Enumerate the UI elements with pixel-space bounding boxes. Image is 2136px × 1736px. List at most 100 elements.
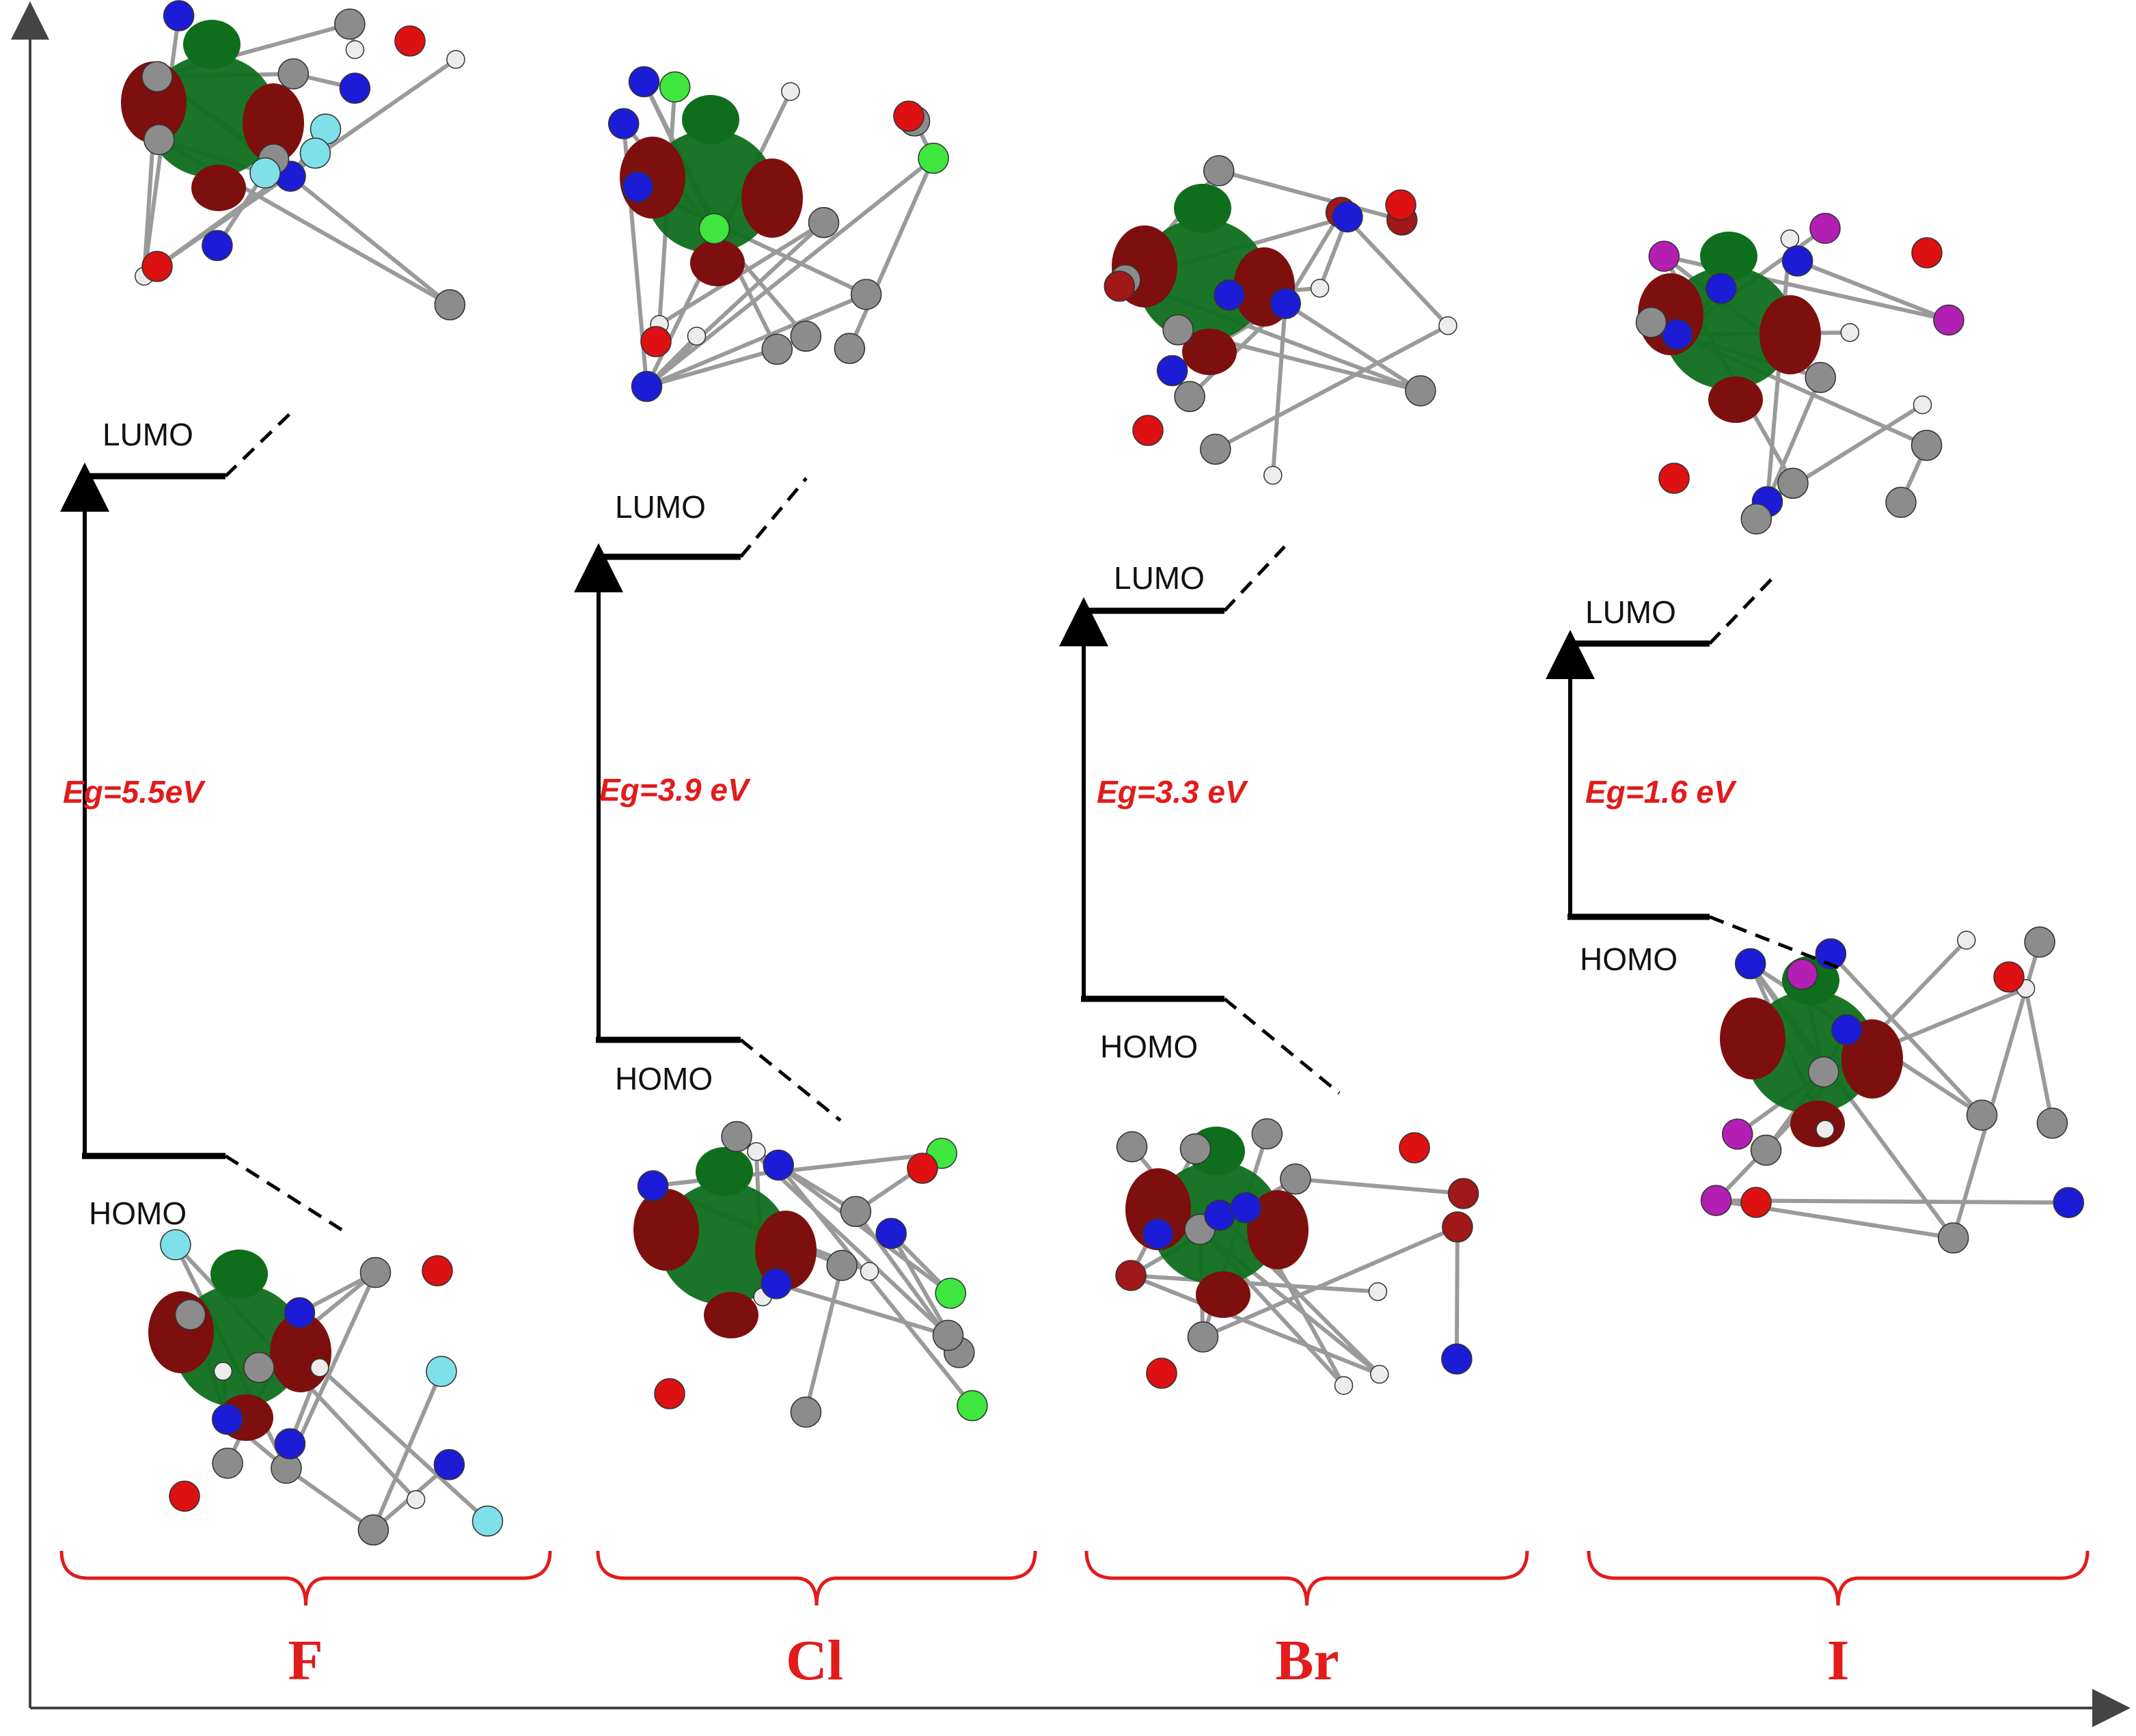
atom xyxy=(1777,467,1809,499)
bond xyxy=(2023,988,2055,1124)
atom xyxy=(174,1299,206,1331)
orbital-lobe-red xyxy=(1125,1168,1191,1250)
atom xyxy=(2053,1187,2085,1218)
atom xyxy=(1933,304,1964,336)
orbital-lobe-red xyxy=(1182,329,1237,375)
orbital-lobe-red xyxy=(633,1189,699,1271)
atom xyxy=(1781,245,1813,277)
group-brace xyxy=(1084,1550,1529,1606)
bond xyxy=(1214,323,1449,452)
atom xyxy=(1385,189,1416,221)
group-brace xyxy=(1587,1550,2090,1606)
atom xyxy=(160,1229,191,1260)
bond xyxy=(371,1370,443,1531)
atom xyxy=(1230,1191,1262,1224)
atom xyxy=(1142,1218,1174,1250)
atom xyxy=(860,1262,879,1281)
atom xyxy=(1405,375,1436,407)
atom xyxy=(1368,1282,1388,1301)
lumo-connector xyxy=(1708,573,1778,645)
atom xyxy=(1786,959,1818,990)
atom xyxy=(1840,323,1860,342)
atom xyxy=(1200,433,1231,465)
homo-molecule-image xyxy=(148,1229,504,1546)
atom xyxy=(907,1153,938,1184)
atom xyxy=(628,66,660,98)
atom xyxy=(761,333,793,366)
lumo-connector xyxy=(739,477,808,558)
energy-gap-label: Eg=3.3 eV xyxy=(1097,774,1248,810)
lumo-molecule-image xyxy=(607,66,949,402)
atom xyxy=(1706,273,1737,304)
atom xyxy=(747,1142,766,1161)
atom xyxy=(790,1396,822,1428)
atom xyxy=(1780,229,1800,249)
atom xyxy=(1399,1132,1430,1163)
atom xyxy=(1441,1343,1473,1375)
atom xyxy=(213,1362,233,1381)
lumo-label: LUMO xyxy=(1585,594,1676,630)
atom xyxy=(359,1256,392,1289)
atom xyxy=(918,142,949,174)
atom xyxy=(274,1428,306,1459)
orbital-lobe-red xyxy=(1720,997,1785,1079)
atom xyxy=(345,40,365,59)
lumo-molecule-image xyxy=(121,0,466,320)
lumo-label: LUMO xyxy=(102,417,193,452)
atom xyxy=(163,0,195,31)
atom xyxy=(334,8,366,40)
bond xyxy=(1295,1176,1464,1196)
atom xyxy=(1937,1222,1969,1254)
orbital-lobe-green xyxy=(210,1250,268,1299)
lumo-molecule-image xyxy=(1104,155,1457,485)
atom xyxy=(640,326,672,357)
atom xyxy=(1162,314,1194,346)
atom xyxy=(1648,240,1680,272)
atom xyxy=(284,1297,316,1329)
atom xyxy=(394,25,426,57)
orbital-lobe-green xyxy=(183,20,241,69)
bond xyxy=(1130,1273,1378,1294)
orbital-lobe-green xyxy=(1700,232,1757,281)
orbital-lobe-red xyxy=(1790,1101,1845,1147)
bond xyxy=(1270,303,1288,476)
atom xyxy=(1104,271,1136,302)
orbital-lobe-red xyxy=(741,159,803,238)
bond xyxy=(1129,1273,1380,1377)
atom xyxy=(1214,279,1245,311)
atom xyxy=(875,1217,907,1250)
bond xyxy=(1716,1198,2069,1205)
orbital-lobe-green xyxy=(682,95,739,144)
atom xyxy=(243,1351,275,1383)
atom xyxy=(446,50,465,69)
homo-label: HOMO xyxy=(615,1061,713,1097)
atom xyxy=(1740,503,1772,535)
atom xyxy=(310,1358,329,1377)
homo-connector xyxy=(739,1038,842,1122)
bond xyxy=(289,174,452,307)
atom xyxy=(763,1149,794,1181)
homo-label: HOMO xyxy=(1100,1029,1198,1064)
bond xyxy=(1796,259,1950,322)
bond xyxy=(1202,1225,1459,1339)
orbital-lobe-red xyxy=(243,83,304,163)
atom xyxy=(1156,355,1188,387)
orbital-lobe-green xyxy=(1174,184,1231,233)
atom xyxy=(607,108,640,139)
bond xyxy=(645,156,935,389)
atom xyxy=(1911,430,1943,461)
orbital-lobe-red xyxy=(1247,1190,1309,1269)
orbital-lobe-green xyxy=(696,1147,753,1196)
energy-gap-label: Eg=3.9 eV xyxy=(599,772,751,808)
atom xyxy=(1442,1211,1473,1243)
homo-connector xyxy=(224,1154,343,1232)
atom xyxy=(1721,1118,1753,1150)
atom xyxy=(1805,361,1836,394)
lumo-label: LUMO xyxy=(615,489,706,525)
atom xyxy=(1132,415,1164,446)
